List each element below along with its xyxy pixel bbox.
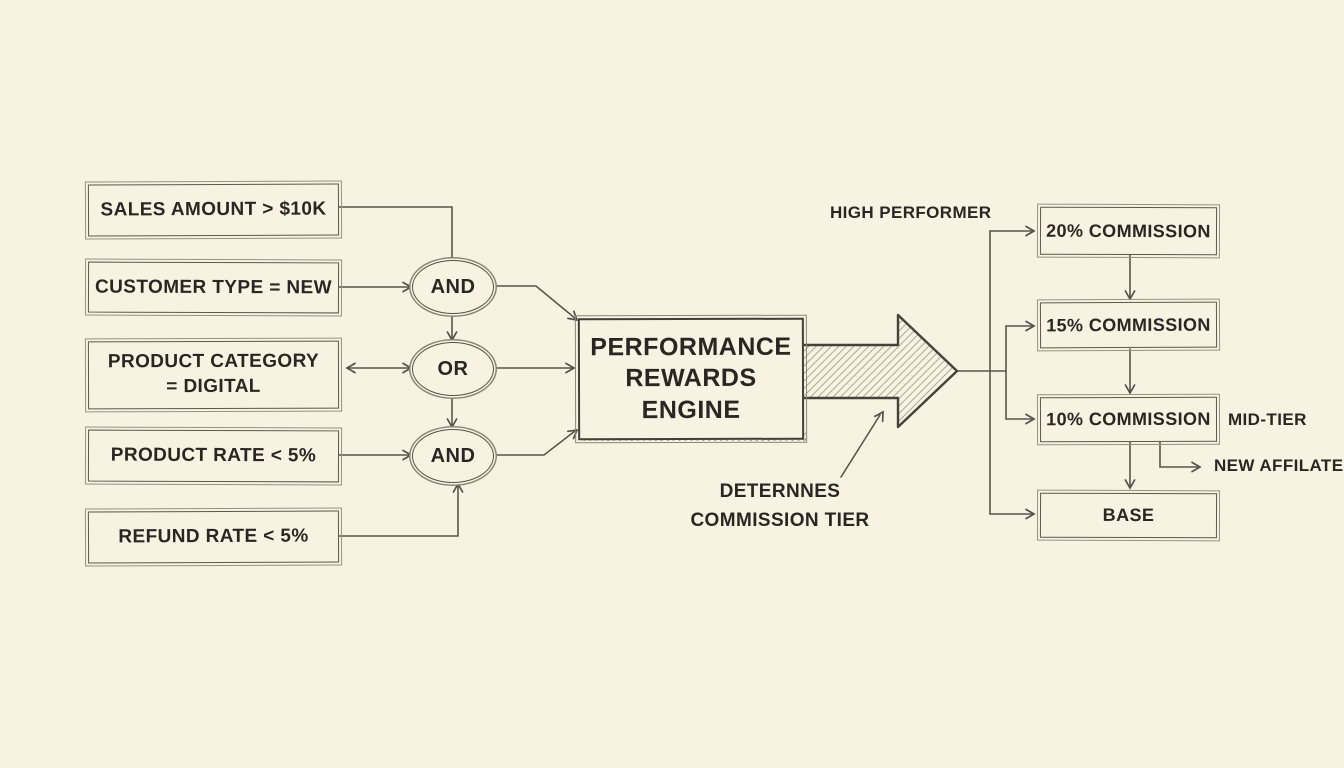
condition-label: PRODUCT RATE < 5% — [110, 444, 317, 467]
logic-gate-and-1: AND — [412, 260, 494, 314]
engine-label: PERFORMANCE REWARDS ENGINE — [590, 332, 792, 424]
logic-gate-and-2: AND — [412, 429, 494, 483]
condition-box-sales-amount: SALES AMOUNT > $10K — [84, 179, 343, 241]
condition-box-product-category: PRODUCT CATEGORY = DIGITAL — [84, 337, 343, 413]
tier-label: 10% COMMISSION — [1046, 408, 1211, 430]
condition-box-customer-type: CUSTOMER TYPE = NEW — [84, 258, 343, 317]
tier-box-10-commission: 10% COMMISSION — [1036, 393, 1221, 446]
tier-label: 15% COMMISSION — [1046, 314, 1211, 335]
condition-label: SALES AMOUNT > $10K — [100, 198, 327, 221]
label-high-performer: HIGH PERFORMER — [830, 203, 992, 222]
gate-label: OR — [437, 357, 469, 380]
condition-box-product-rate: PRODUCT RATE < 5% — [84, 426, 343, 486]
condition-box-refund-rate: REFUND RATE < 5% — [84, 506, 343, 568]
label-mid-tier: MID-TIER — [1228, 410, 1307, 429]
tier-label: 20% COMMISSION — [1046, 220, 1211, 241]
logic-gate-or: OR — [412, 342, 494, 396]
label-new-affiliate: NEW AFFILATE — [1214, 456, 1344, 475]
gate-label: AND — [430, 275, 476, 298]
tier-box-15-commission: 15% COMMISSION — [1036, 298, 1221, 352]
engine-box: PERFORMANCE REWARDS ENGINE — [574, 314, 808, 444]
tier-box-base: BASE — [1036, 489, 1221, 542]
condition-label: CUSTOMER TYPE = NEW — [95, 276, 332, 298]
label-determines-commission-tier: DETERNNES COMMISSION TIER — [690, 481, 870, 531]
condition-label: PRODUCT CATEGORY = DIGITAL — [107, 351, 320, 398]
block-arrow-outline — [800, 313, 959, 429]
arrowheads — [345, 225, 1202, 520]
tier-label: BASE — [1102, 504, 1155, 526]
condition-label: REFUND RATE < 5% — [118, 525, 309, 548]
tier-box-20-commission: 20% COMMISSION — [1036, 203, 1221, 259]
gate-label: AND — [430, 444, 476, 467]
